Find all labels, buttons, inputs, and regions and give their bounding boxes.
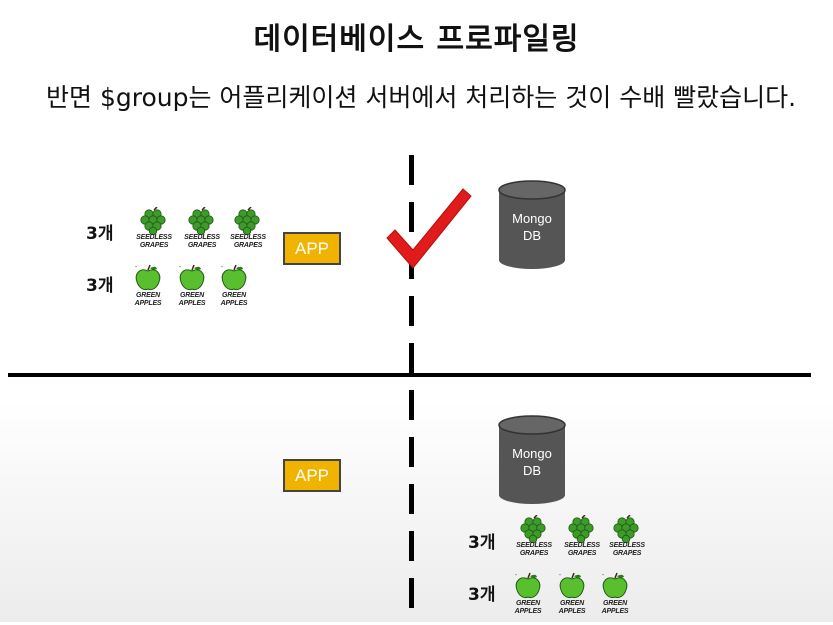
grapes-count: 3개 — [468, 533, 496, 553]
apples-count: 3개 — [86, 276, 114, 296]
svg-text:": " — [559, 574, 561, 580]
checkmark-icon — [386, 188, 472, 269]
app-box: APP — [283, 459, 341, 492]
app-box: APP — [283, 232, 341, 265]
apple-icon: " — [221, 264, 247, 291]
svg-text:": " — [602, 574, 604, 580]
grapes-icon — [188, 207, 214, 235]
grapes-icon — [140, 207, 166, 235]
grapes-count: 3개 — [86, 224, 114, 244]
svg-text:": " — [515, 574, 517, 580]
grapes-icon — [613, 515, 639, 543]
grapes-icon — [568, 515, 594, 543]
apples-count: 3개 — [468, 585, 496, 605]
grapes-icon — [234, 207, 260, 235]
svg-text:": " — [221, 266, 223, 272]
subtitle: 반면 $group는 어플리케이션 서버에서 처리하는 것이 수배 빨랐습니다. — [46, 83, 797, 112]
apple-icon: " — [135, 264, 161, 291]
database-icon — [498, 415, 566, 504]
svg-text:": " — [135, 266, 137, 272]
apple-icon: " — [602, 572, 628, 599]
vertical-divider — [409, 155, 414, 625]
apple-icon: " — [559, 572, 585, 599]
database-icon — [498, 180, 566, 269]
horizontal-divider — [8, 373, 811, 377]
svg-text:": " — [179, 266, 181, 272]
apple-icon: " — [515, 572, 541, 599]
grapes-icon — [520, 515, 546, 543]
apple-icon: " — [179, 264, 205, 291]
page-title: 데이터베이스 프로파일링 — [253, 22, 580, 57]
